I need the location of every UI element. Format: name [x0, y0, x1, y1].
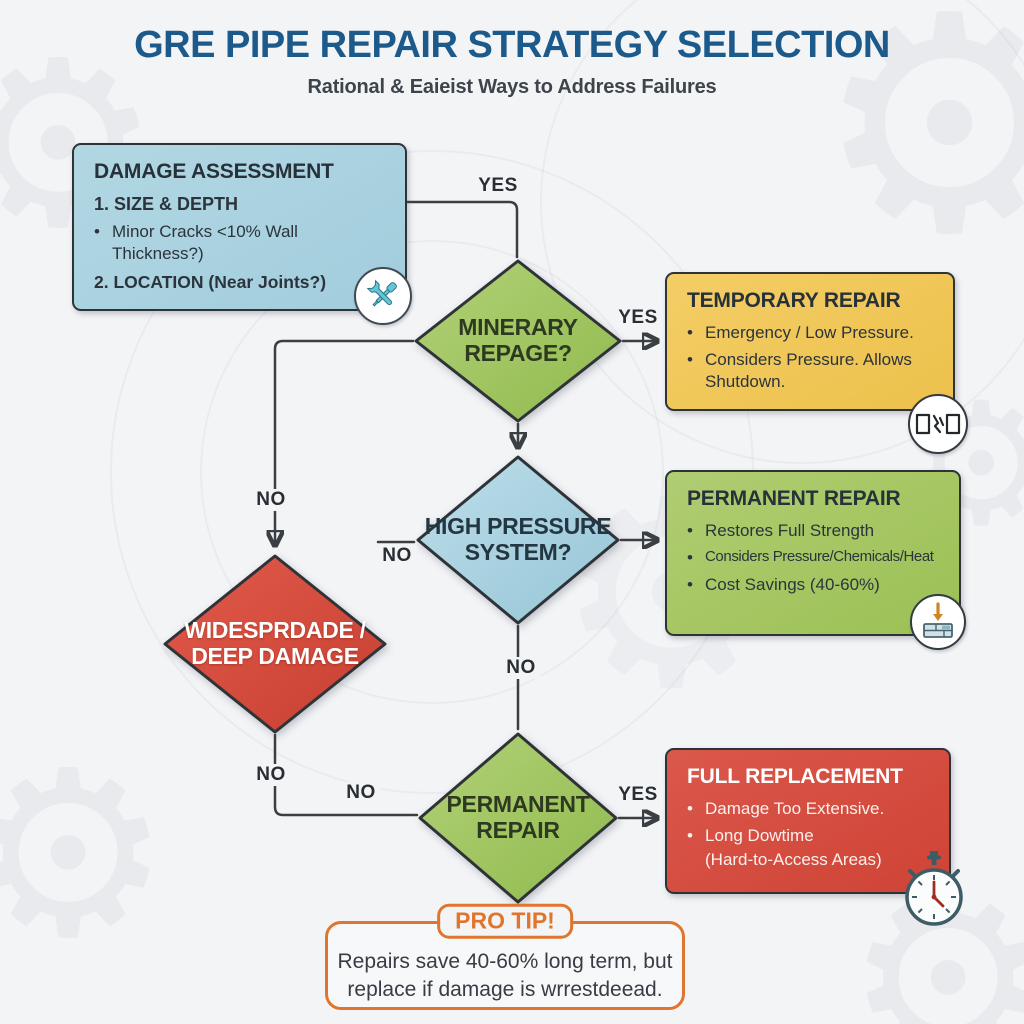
permanent-bullet-1: • Restores Full Strength [687, 520, 939, 542]
pro-tip-line2: replace if damage is wrrestdeead. [347, 977, 663, 1001]
bullet-dot: • [94, 222, 100, 242]
edge-label-yes-top: YES [474, 175, 522, 197]
damage-assessment-box: DAMAGE ASSESSMENT 1. SIZE & DEPTH • Mino… [72, 143, 407, 311]
pro-tip-label: PRO TIP! [437, 903, 573, 939]
decision-pressure-line1: HIGH PRESSURE [424, 513, 612, 540]
permanent-bullet-3: • Cost Savings (40-60%) [687, 574, 939, 596]
page-title: GRE PIPE REPAIR STRATEGY SELECTION [134, 24, 890, 66]
temporary-repair-title: TEMPORARY REPAIR [687, 289, 901, 312]
pro-tip-line1: Repairs save 40-60% long term, but [337, 950, 673, 973]
pipe-install-icon [910, 594, 966, 650]
edge-label-no-pressure-stub: NO [378, 545, 416, 567]
temporary-bullet-2: • Considers Pressure. Allows Shutdown. [687, 349, 933, 393]
decision-permanent-line2: REPAIR [476, 817, 560, 843]
assessment-item-size-depth: 1. SIZE & DEPTH [94, 194, 239, 214]
assessment-item-minor-cracks: • Minor Cracks <10% Wall Thickness?) [94, 221, 385, 265]
decision-widespread-line1: WIDESPRDADE / [184, 617, 366, 644]
bullet-dot: • [687, 826, 693, 846]
assessment-item-location: 2. LOCATION (Near Joints?) [94, 271, 327, 292]
pipe-clamp-icon [908, 394, 968, 454]
page-subtitle: Rational & Eaieist Ways to Address Failu… [307, 76, 717, 98]
decision-permanent-line1: PERMANENT [446, 791, 590, 818]
permanent-bullet-2: • Considers Pressure/Chemicals/Heat [687, 547, 939, 569]
replacement-bullet-2: • Long Dowtime [687, 825, 929, 847]
permanent-repair-box: PERMANENT REPAIR • Restores Full Strengt… [665, 470, 961, 636]
bullet-dot: • [687, 548, 693, 568]
decision-minor-repair: MINERARY REPAGE? [414, 259, 622, 423]
decision-permanent-repair: PERMANENT REPAIR [418, 732, 618, 904]
permanent-repair-title: PERMANENT REPAIR [687, 487, 901, 510]
decision-widespread-line2: DEEP DAMAGE [191, 643, 359, 669]
full-replacement-box: FULL REPLACEMENT • Damage Too Extensive.… [665, 748, 951, 894]
edge-label-no-widespread-down: NO [252, 764, 290, 786]
decision-high-pressure: HIGH PRESSURE SYSTEM? [416, 455, 620, 625]
connector-assessment-to-minor [403, 200, 519, 259]
temporary-bullet-1: • Emergency / Low Pressure. [687, 322, 933, 344]
decision-minor-line1: MINERARY [458, 314, 578, 341]
bullet-dot: • [687, 350, 693, 370]
edge-label-no-to-permanent: NO [342, 782, 380, 804]
temporary-repair-box: TEMPORARY REPAIR • Emergency / Low Press… [665, 272, 955, 411]
replacement-bullet-2-continued: (Hard-to-Access Areas) [705, 850, 882, 870]
bullet-dot: • [687, 799, 693, 818]
replacement-bullet-1: • Damage Too Extensive. [687, 798, 929, 820]
bullet-dot: • [687, 521, 693, 540]
decision-minor-line2: REPAGE? [464, 340, 572, 366]
edge-label-yes-temporary: YES [614, 307, 662, 329]
edge-label-no-pressure-down: NO [502, 657, 540, 679]
full-replacement-title: FULL REPLACEMENT [687, 765, 903, 788]
stopwatch-icon [905, 851, 963, 926]
pro-tip-box: PRO TIP! Repairs save 40-60% long term, … [325, 903, 685, 1010]
decision-pressure-line2: SYSTEM? [464, 539, 572, 565]
edge-label-no-widespread: NO [252, 489, 290, 511]
edge-label-yes-replacement: YES [614, 784, 662, 806]
bullet-dot: • [687, 575, 693, 595]
damage-assessment-title: DAMAGE ASSESSMENT [94, 160, 334, 183]
connector-minor-no-widespread [275, 339, 415, 544]
connector-widespread-to-permanent-decision [273, 733, 419, 817]
decision-widespread-damage: WIDESPRDADE / DEEP DAMAGE [163, 554, 387, 734]
bullet-dot: • [687, 323, 693, 342]
tools-icon [354, 267, 412, 325]
